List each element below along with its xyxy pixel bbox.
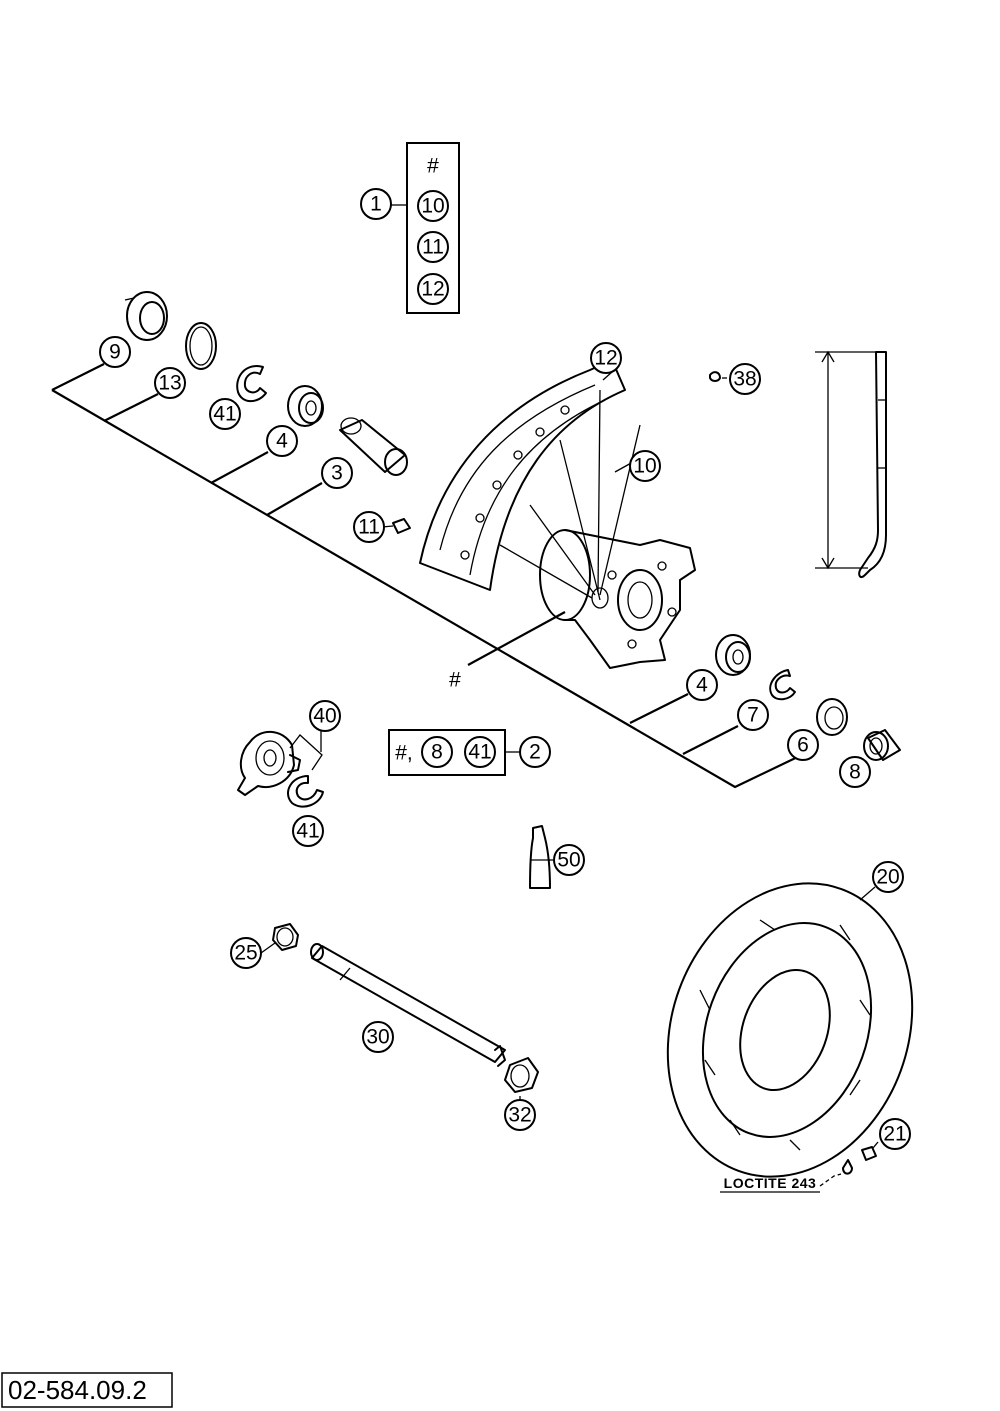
wheel-hub <box>539 529 696 669</box>
svg-text:2: 2 <box>529 741 541 764</box>
svg-text:38: 38 <box>733 368 756 391</box>
svg-text:12: 12 <box>594 347 617 370</box>
callout-21: 21 <box>879 1118 911 1150</box>
spacer-sleeve-3 <box>339 417 408 476</box>
svg-text:10: 10 <box>421 195 444 218</box>
drawing-number-box: 02-584.09.2 <box>1 1372 173 1408</box>
svg-text:7: 7 <box>747 704 759 727</box>
svg-text:41: 41 <box>213 403 236 426</box>
callout-30: 30 <box>362 1021 394 1053</box>
drawing-number: 02-584.09.2 <box>8 1375 147 1405</box>
svg-text:8: 8 <box>849 761 861 784</box>
callout-6: 6 <box>787 729 819 761</box>
wheel-rim <box>419 359 626 591</box>
svg-text:41: 41 <box>468 741 491 764</box>
callout-12: 12 <box>590 342 622 374</box>
callout-3: 3 <box>321 457 353 489</box>
svg-text:11: 11 <box>358 516 380 539</box>
svg-text:9: 9 <box>109 341 121 364</box>
callout-40: 40 <box>309 700 341 732</box>
kit-2-prefix: #, <box>395 742 413 765</box>
callout-9-upper: 9 <box>99 336 131 368</box>
brake-disc-20 <box>666 882 914 1178</box>
svg-text:11: 11 <box>422 236 444 259</box>
bearing-4-upper <box>287 385 324 427</box>
spoke-length-measure <box>815 350 887 579</box>
small-part-38 <box>709 371 721 382</box>
axle-nut-32 <box>504 1057 539 1093</box>
svg-text:6: 6 <box>797 734 809 757</box>
svg-text:13: 13 <box>158 372 181 395</box>
svg-text:32: 32 <box>508 1104 531 1127</box>
seal-6 <box>816 698 848 736</box>
callout-13: 13 <box>154 367 186 399</box>
callout-8-lower: 8 <box>839 756 871 788</box>
bearing-4-lower <box>715 634 751 676</box>
callout-38: 38 <box>729 363 761 395</box>
hash-symbol: # <box>427 155 439 178</box>
seal-ring-9 <box>124 291 168 341</box>
circlip-41-upper <box>236 365 267 403</box>
callout-4-upper: 4 <box>266 425 298 457</box>
callout-10: 10 <box>629 450 661 482</box>
callout-4-lower: 4 <box>686 669 718 701</box>
svg-text:20: 20 <box>876 866 899 889</box>
loctite-annotation: LOCTITE 243 <box>724 1175 817 1191</box>
axle-nut-25 <box>272 923 299 951</box>
ring-13 <box>185 322 217 370</box>
svg-text:8: 8 <box>431 741 443 764</box>
svg-text:3: 3 <box>331 462 343 485</box>
callout-10-kit: 10 <box>417 190 449 222</box>
svg-text:10: 10 <box>633 455 656 478</box>
svg-text:41: 41 <box>296 820 319 843</box>
circlip-7 <box>769 669 796 701</box>
svg-text:4: 4 <box>696 674 708 697</box>
hub-hash-label: # <box>449 669 461 692</box>
callout-12-kit: 12 <box>417 273 449 305</box>
callout-7: 7 <box>737 699 769 731</box>
spoke-nipple-11 <box>392 518 411 534</box>
axle-30 <box>310 943 506 1067</box>
spacer-8 <box>863 729 901 761</box>
callout-2: 2 <box>519 736 551 768</box>
svg-text:25: 25 <box>234 942 257 965</box>
callout-41-lower: 41 <box>292 815 324 847</box>
circlip-41-lower <box>287 775 324 808</box>
callout-11: 11 <box>353 511 385 543</box>
svg-text:50: 50 <box>557 849 580 872</box>
grease-tube-50 <box>529 825 551 889</box>
callout-20: 20 <box>872 861 904 893</box>
callout-1: 1 <box>360 188 392 220</box>
svg-text:1: 1 <box>370 193 382 216</box>
svg-text:12: 12 <box>421 278 444 301</box>
callout-50: 50 <box>553 844 585 876</box>
callout-32: 32 <box>504 1099 536 1131</box>
callout-41-kit: 41 <box>464 736 496 768</box>
leader-lines <box>51 204 879 1187</box>
callout-11-kit: 11 <box>417 231 449 263</box>
spokes <box>499 389 641 601</box>
callout-25: 25 <box>230 937 262 969</box>
callout-8-kit: 8 <box>421 736 453 768</box>
speedo-drive-40 <box>237 730 301 796</box>
svg-text:40: 40 <box>313 705 336 728</box>
svg-text:30: 30 <box>366 1026 389 1049</box>
callout-41-upper: 41 <box>209 398 241 430</box>
svg-text:4: 4 <box>276 430 288 453</box>
disc-bolt-21 <box>842 1146 877 1175</box>
svg-text:21: 21 <box>883 1123 906 1146</box>
